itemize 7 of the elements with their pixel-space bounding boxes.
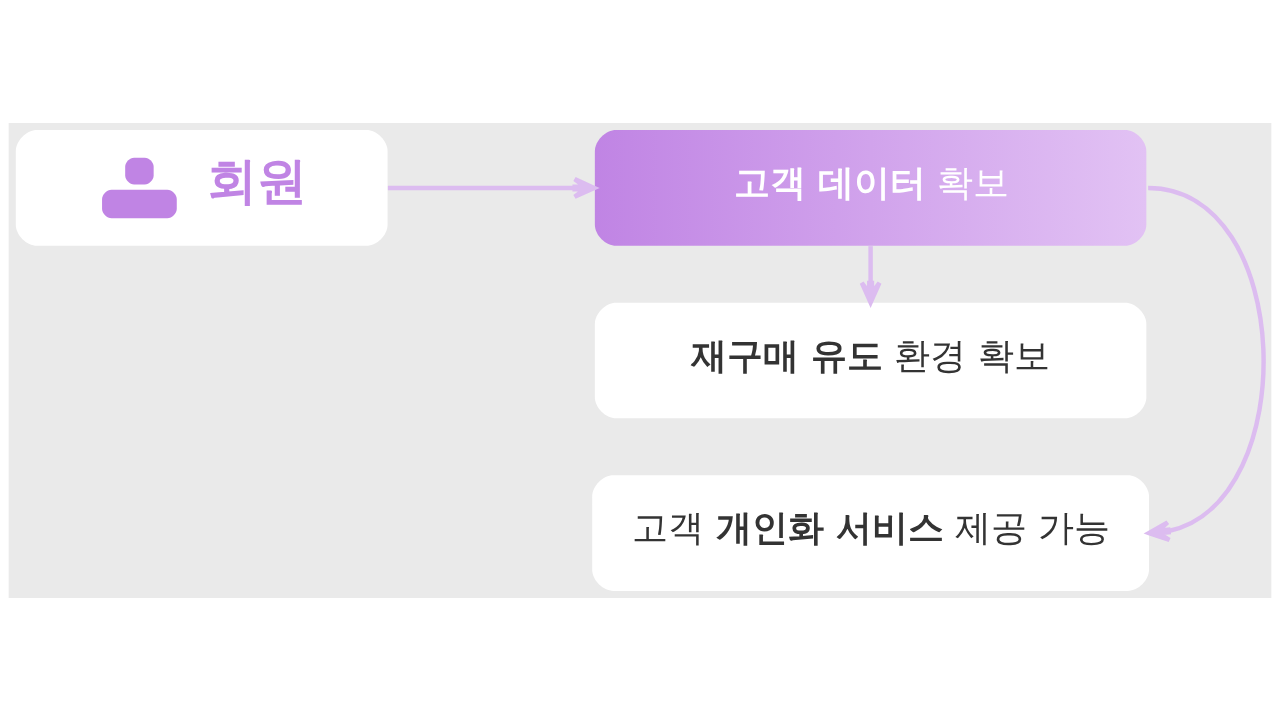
arrow (1146, 185, 1266, 542)
node-box: 고객 데이터 확보 (594, 129, 1147, 246)
node-box: 고객 개인화 서비스 제공 가능 (592, 474, 1149, 591)
arrow (387, 176, 597, 199)
node-box: 재구매 유도 환경 확보 (594, 302, 1147, 418)
arrow (859, 245, 882, 305)
node-box: 회원 (15, 129, 388, 246)
